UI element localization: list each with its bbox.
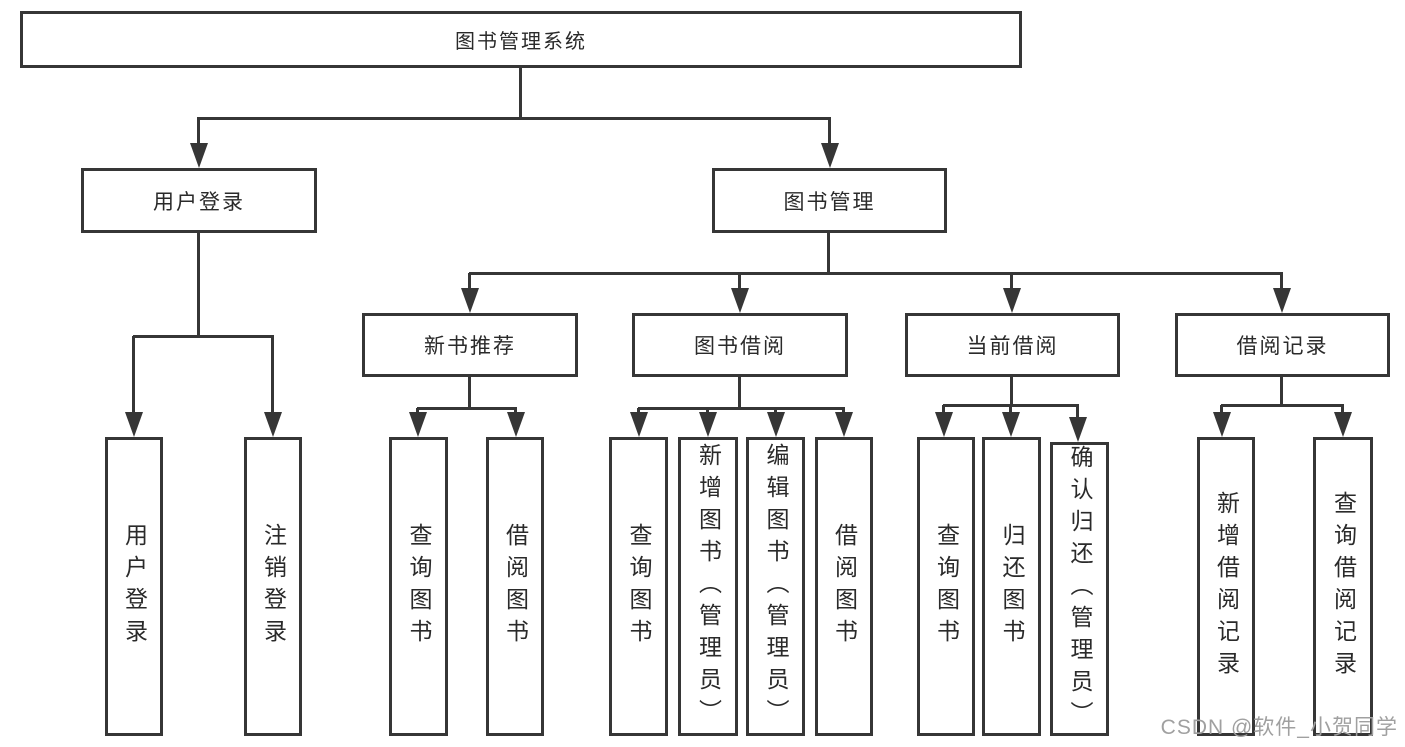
arrow-down-icon bbox=[1213, 412, 1231, 437]
node-label: 编辑图书（管理员） bbox=[763, 442, 789, 731]
connector-line bbox=[271, 336, 274, 417]
node-label: 查询借阅记录 bbox=[1330, 490, 1357, 683]
connector-line bbox=[132, 336, 135, 417]
arrow-down-icon bbox=[835, 412, 853, 437]
leaf-current-return-book: 归还图书 bbox=[982, 437, 1041, 736]
node-current-borrow: 当前借阅 bbox=[905, 313, 1120, 377]
arrow-down-icon bbox=[507, 412, 525, 437]
connector-line bbox=[417, 407, 517, 410]
arrow-down-icon bbox=[461, 288, 479, 313]
arrow-down-icon bbox=[731, 288, 749, 313]
connector-line bbox=[197, 118, 200, 148]
arrow-down-icon bbox=[1334, 412, 1352, 437]
node-label: 确认归还（管理员） bbox=[1067, 445, 1093, 733]
node-label: 图书管理系统 bbox=[455, 31, 587, 53]
connector-line bbox=[942, 405, 945, 417]
arrow-down-icon bbox=[264, 412, 282, 437]
node-label: 新增借阅记录 bbox=[1213, 490, 1240, 683]
connector-line bbox=[1076, 405, 1079, 422]
connector-line bbox=[1010, 273, 1013, 293]
arrow-down-icon bbox=[190, 143, 208, 168]
connector-line bbox=[1280, 273, 1283, 293]
node-book-borrow: 图书借阅 bbox=[632, 313, 848, 377]
connector-line bbox=[738, 273, 741, 293]
node-label: 图书管理 bbox=[783, 190, 876, 214]
connector-line bbox=[133, 335, 274, 338]
connector-line bbox=[1009, 405, 1012, 417]
connector-line bbox=[197, 233, 200, 336]
node-label: 借阅图书 bbox=[831, 522, 858, 651]
node-label: 用户登录 bbox=[153, 190, 245, 214]
arrow-down-icon bbox=[1273, 288, 1291, 313]
node-label: 当前借阅 bbox=[966, 335, 1059, 358]
connector-line bbox=[197, 117, 831, 120]
leaf-borrow-query-book: 查询图书 bbox=[609, 437, 668, 736]
arrow-down-icon bbox=[699, 412, 717, 437]
node-label: 查询图书 bbox=[626, 522, 652, 651]
leaf-borrow-edit-book-admin: 编辑图书（管理员） bbox=[746, 437, 805, 736]
leaf-logout: 注销登录 bbox=[244, 437, 302, 736]
node-label: 借阅图书 bbox=[502, 522, 529, 651]
leaf-recommend-borrow-book: 借阅图书 bbox=[486, 437, 544, 736]
node-label: 新书推荐 bbox=[424, 335, 516, 358]
arrow-down-icon bbox=[1003, 288, 1021, 313]
connector-line bbox=[738, 377, 741, 408]
connector-line bbox=[519, 68, 522, 118]
leaf-records-query-record: 查询借阅记录 bbox=[1313, 437, 1373, 736]
node-label: 借阅记录 bbox=[1236, 335, 1329, 358]
connector-line bbox=[1341, 405, 1344, 417]
connector-line bbox=[468, 273, 471, 293]
connector-line bbox=[1280, 377, 1283, 405]
arrow-down-icon bbox=[767, 412, 785, 437]
node-label: 图书借阅 bbox=[694, 335, 786, 358]
arrow-down-icon bbox=[125, 412, 143, 437]
node-borrow-records: 借阅记录 bbox=[1175, 313, 1390, 377]
arrow-down-icon bbox=[935, 412, 953, 437]
node-label: 用户登录 bbox=[121, 522, 148, 651]
node-book-management: 图书管理 bbox=[712, 168, 947, 233]
arrow-down-icon bbox=[1069, 417, 1087, 442]
node-label: 查询图书 bbox=[933, 522, 960, 651]
arrow-down-icon bbox=[630, 412, 648, 437]
arrow-down-icon bbox=[821, 143, 839, 168]
connector-line bbox=[1220, 405, 1223, 417]
node-label: 查询图书 bbox=[406, 522, 432, 651]
node-library-management-system: 图书管理系统 bbox=[20, 11, 1022, 68]
csdn-watermark: CSDN @软件_小贺同学 bbox=[1160, 716, 1398, 739]
arrow-down-icon bbox=[1002, 412, 1020, 437]
node-label: 注销登录 bbox=[260, 522, 287, 651]
leaf-current-query-book: 查询图书 bbox=[917, 437, 975, 736]
node-user-login: 用户登录 bbox=[81, 168, 317, 233]
connector-line bbox=[1221, 404, 1344, 407]
connector-line bbox=[1010, 377, 1013, 405]
leaf-recommend-query-book: 查询图书 bbox=[389, 437, 448, 736]
node-new-book-recommend: 新书推荐 bbox=[362, 313, 578, 377]
connector-line bbox=[828, 118, 831, 148]
connector-line bbox=[468, 377, 471, 408]
connector-line bbox=[469, 272, 1283, 275]
connector-line bbox=[827, 233, 830, 273]
node-label: 归还图书 bbox=[999, 522, 1025, 651]
leaf-borrow-borrow-book: 借阅图书 bbox=[815, 437, 873, 736]
leaf-current-confirm-return-admin: 确认归还（管理员） bbox=[1050, 442, 1109, 736]
node-label: 新增图书（管理员） bbox=[695, 442, 722, 731]
leaf-borrow-add-book-admin: 新增图书（管理员） bbox=[678, 437, 738, 736]
arrow-down-icon bbox=[409, 412, 427, 437]
leaf-user-login: 用户登录 bbox=[105, 437, 163, 736]
leaf-records-add-record: 新增借阅记录 bbox=[1197, 437, 1255, 736]
connector-line bbox=[638, 407, 845, 410]
